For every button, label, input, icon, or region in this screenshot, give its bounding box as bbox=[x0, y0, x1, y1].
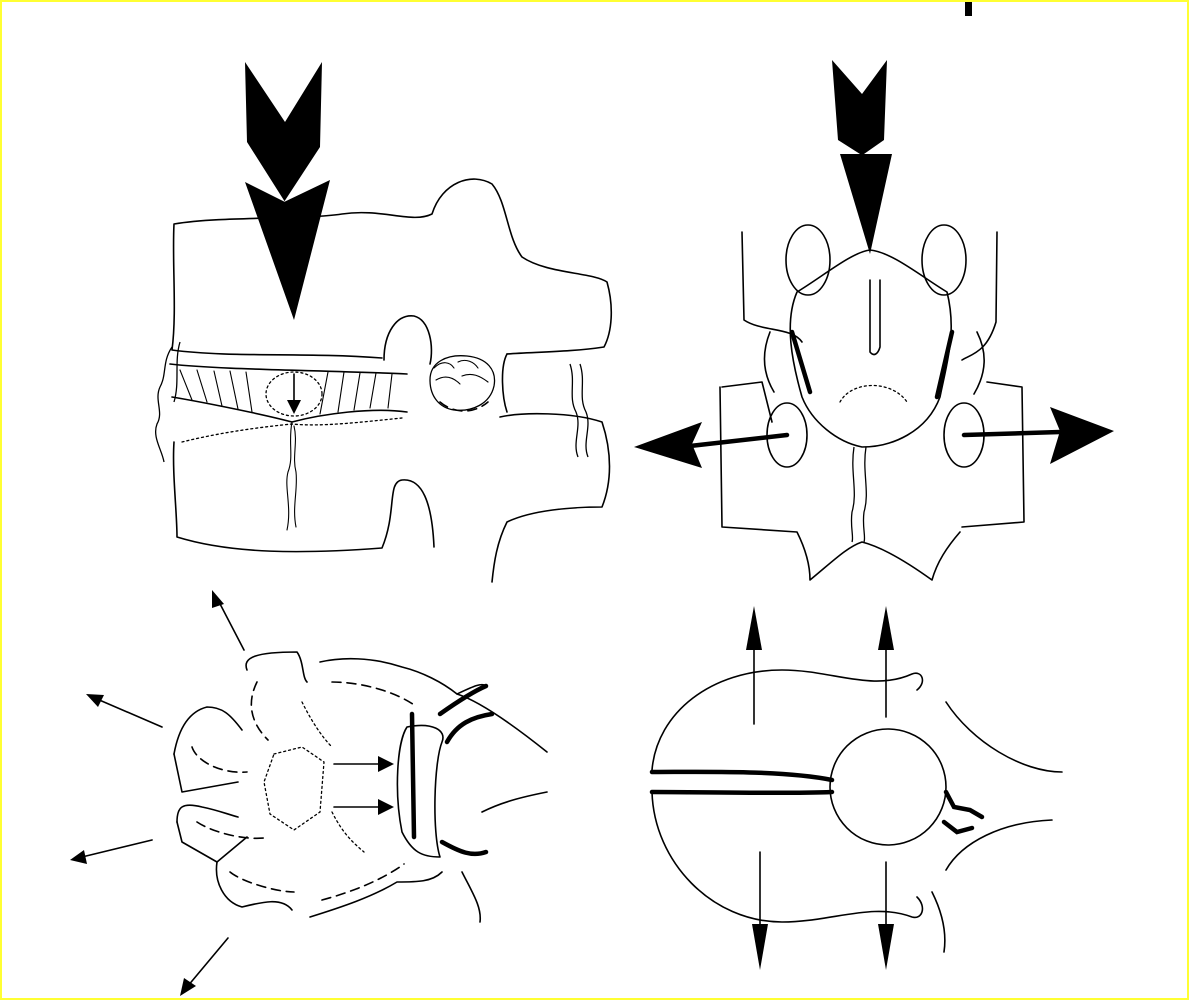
fragment-dash-3 bbox=[192, 747, 247, 772]
panel-burst-axial bbox=[70, 590, 547, 996]
transverse-split-lower bbox=[652, 792, 832, 793]
pedicle-crack-upper bbox=[946, 792, 982, 817]
vertical-fracture-line bbox=[287, 422, 292, 530]
posterior-ligament-1 bbox=[570, 364, 578, 457]
fragment-dash-6 bbox=[322, 864, 404, 900]
facet-joint-line bbox=[502, 354, 507, 412]
panel-burst-posterior bbox=[634, 60, 1114, 580]
retropulsion-arrow-2-head bbox=[378, 799, 394, 815]
upper-vertebral-body bbox=[172, 179, 611, 358]
down-arrow-left-head bbox=[752, 924, 768, 970]
posterior-ligament-2 bbox=[580, 364, 588, 457]
radial-arrow-2-shaft bbox=[97, 699, 162, 727]
canal-outline bbox=[397, 725, 443, 857]
fragment-dash-4 bbox=[197, 822, 264, 838]
right-transverse-process bbox=[922, 225, 966, 295]
distraction-canal bbox=[830, 729, 946, 845]
right-fracture-line bbox=[937, 332, 952, 397]
panel-compression-lateral bbox=[156, 62, 612, 582]
compression-load-arrow bbox=[245, 62, 330, 320]
sagittal-split-right bbox=[863, 447, 866, 542]
canal-fragment bbox=[840, 386, 907, 403]
pedicle-outline bbox=[384, 316, 431, 364]
transverse-split-upper bbox=[652, 772, 832, 780]
central-fragment bbox=[264, 747, 324, 830]
radial-arrow-4-shaft bbox=[187, 938, 228, 987]
retropulsed-fragment-wall bbox=[412, 714, 414, 837]
distraction-body-outline bbox=[652, 670, 922, 922]
posterior-load-arrow bbox=[832, 60, 892, 254]
right-lamina-outline bbox=[962, 232, 997, 360]
retropulsion-arrow-1-head bbox=[378, 756, 394, 772]
left-spread-arrow-shaft bbox=[690, 435, 787, 446]
down-arrow-right-head bbox=[878, 924, 894, 970]
vertical-fracture-line-2 bbox=[294, 426, 296, 527]
lamina-right bbox=[442, 714, 492, 854]
radial-arrow-1-head bbox=[212, 590, 224, 608]
fragment-dash-5 bbox=[230, 872, 294, 892]
fragment-dash-2 bbox=[332, 682, 417, 707]
fragment-dots bbox=[302, 702, 364, 852]
posterior-elements bbox=[457, 694, 547, 922]
up-arrow-right-head bbox=[878, 606, 894, 650]
radial-arrow-1-shaft bbox=[218, 600, 244, 650]
fragment-edges bbox=[174, 754, 247, 862]
left-spread-arrow-head bbox=[634, 422, 702, 468]
radial-arrow-3-shaft bbox=[82, 840, 152, 857]
radial-arrow-3-head bbox=[70, 850, 87, 864]
sagittal-split-left bbox=[851, 447, 854, 542]
disc-hatching bbox=[180, 370, 392, 414]
herniated-disc-texture bbox=[434, 360, 488, 384]
nucleus-arrow-head bbox=[287, 400, 301, 414]
panel-distraction-axial bbox=[652, 606, 1062, 970]
pedicle-crack-lower bbox=[944, 822, 972, 832]
up-arrow-left-head bbox=[746, 606, 762, 650]
right-spread-arrow-shaft bbox=[964, 432, 1060, 435]
fragment-dash-1 bbox=[251, 682, 268, 740]
spinous-process bbox=[870, 280, 880, 354]
corner-mark bbox=[965, 2, 972, 16]
radial-arrow-4-head bbox=[180, 978, 196, 996]
lower-vertebral-body bbox=[174, 414, 610, 582]
lamina-left bbox=[440, 686, 486, 714]
right-spread-arrow-head bbox=[1050, 407, 1114, 464]
